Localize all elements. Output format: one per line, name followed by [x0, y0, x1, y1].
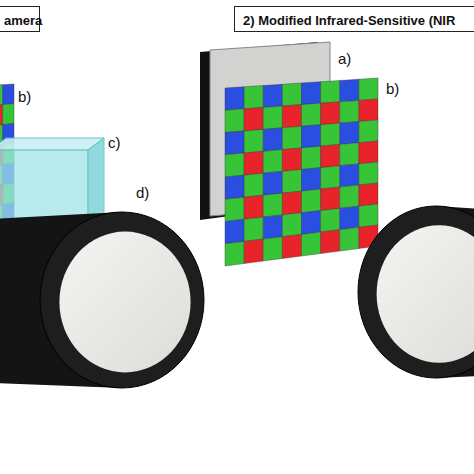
part-letter: c): [108, 134, 121, 151]
panel-header: 2) Modified Infrared-Sensitive (NIR: [234, 6, 474, 32]
color-filter-cell: [244, 86, 263, 109]
color-filter-cell: [359, 99, 378, 122]
color-filter-cell: [225, 197, 244, 221]
lens-cylinder: [0, 212, 204, 388]
color-filter-cell: [359, 162, 378, 185]
color-filter-cell: [282, 105, 301, 128]
color-filter-cell: [225, 175, 244, 199]
header-text: amera: [4, 13, 42, 28]
color-filter-cell: [302, 146, 321, 169]
color-filter-cell: [225, 109, 244, 133]
color-filter-cell: [302, 232, 321, 256]
color-filter-cell: [340, 185, 359, 208]
color-filter-cell: [3, 84, 14, 105]
color-filter-cell: [321, 166, 340, 189]
color-filter-cell: [282, 148, 301, 172]
lens-cylinder: [358, 206, 474, 378]
color-filter-cell: [244, 129, 263, 153]
color-filter-cell: [302, 211, 321, 235]
color-filter-cell: [0, 85, 3, 106]
color-filter-cell: [282, 213, 301, 237]
color-filter-cell: [340, 206, 359, 230]
color-filter-cell: [244, 107, 263, 131]
color-filter-cell: [359, 183, 378, 206]
part-letter: a): [338, 50, 351, 67]
lens-rim: [40, 212, 204, 388]
color-filter-cell: [321, 123, 340, 146]
color-filter-cell: [340, 227, 359, 251]
color-filter-cell: [244, 173, 263, 197]
lens-glass: [377, 225, 474, 363]
color-filter-cell: [282, 126, 301, 149]
part-letter: b): [386, 80, 399, 97]
color-filter-cell: [282, 191, 301, 215]
color-filter-cell: [263, 84, 282, 107]
color-filter-cell: [225, 153, 244, 177]
color-filter-cell: [321, 230, 340, 254]
color-filter-cell: [263, 193, 282, 217]
color-filter-cell: [359, 78, 378, 100]
color-filter-cell: [282, 83, 301, 106]
color-filter-cell: [302, 125, 321, 148]
color-filter-cell: [359, 204, 378, 227]
panel-header: amera: [0, 6, 40, 32]
header-text: 2) Modified Infrared-Sensitive (NIR: [243, 13, 455, 28]
color-filter-cell: [321, 187, 340, 211]
color-filter-cell: [263, 215, 282, 239]
color-filter-cell: [302, 189, 321, 213]
color-filter-cell: [225, 241, 244, 266]
color-filter-cell: [321, 208, 340, 232]
color-filter-cell: [0, 105, 3, 126]
color-filter-cell: [263, 150, 282, 174]
color-filter-cell: [263, 128, 282, 152]
color-filter-cell: [244, 195, 263, 219]
color-filter-cell: [263, 171, 282, 195]
color-filter-cell: [282, 234, 301, 258]
gray-plate: [210, 42, 330, 216]
color-filter-cell: [225, 131, 244, 155]
color-filter-cell: [321, 144, 340, 167]
color-filter-cell: [244, 151, 263, 175]
lens-glass: [59, 232, 190, 373]
filter-top: [0, 138, 104, 150]
color-filter-cell: [263, 106, 282, 129]
part-letter: b): [18, 88, 31, 105]
color-filter-cell: [321, 81, 340, 104]
color-filter-cell: [263, 237, 282, 261]
color-filter-cell: [302, 103, 321, 126]
part-letter: d): [136, 184, 149, 201]
color-filter-cell: [359, 141, 378, 164]
color-filter-cell: [3, 104, 14, 125]
color-filter-cell: [321, 102, 340, 125]
color-filter-cell: [244, 217, 263, 241]
color-filter-cell: [225, 219, 244, 243]
lens-rim: [358, 206, 474, 378]
color-filter-cell: [340, 122, 359, 145]
color-filter-cell: [340, 79, 359, 102]
sensor-grid: [225, 78, 378, 266]
color-filter-cell: [359, 120, 378, 143]
color-filter-cell: [340, 143, 359, 166]
color-filter-cell: [302, 82, 321, 105]
color-filter-cell: [282, 170, 301, 194]
color-filter-cell: [302, 168, 321, 192]
cylinder-back: [0, 220, 15, 382]
color-filter-cell: [225, 87, 244, 111]
color-filter-cell: [340, 100, 359, 123]
color-filter-cell: [244, 239, 263, 263]
color-filter-cell: [340, 164, 359, 187]
